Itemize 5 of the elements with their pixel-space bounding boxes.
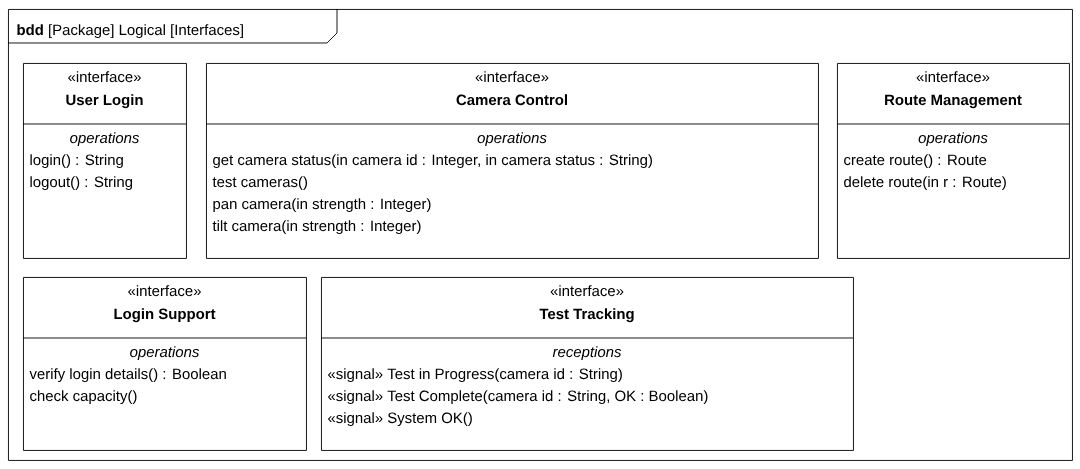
interface-block: «interface» Camera Control operations get camera status(in camera id : Integer, in camera status : String) test cameras() pan camera(in strength : Integer) tilt camera(in strength : Integer) [205,63,819,259]
interface-block: «interface» Login Support operations verify login details() : Boolean check capacity() [22,277,307,451]
interface-block: «interface» User Login operations login() : String logout() : String [22,63,187,259]
interface-block: «interface» Test Tracking receptions «signal» Test in Progress(camera id : String) «signal» Test Complete(camera id : String, OK : Boolean) «signal» System OK() [320,277,854,451]
interface-block: «interface» Route Management operations create route() : Route delete route(in r : Route) [836,63,1070,259]
